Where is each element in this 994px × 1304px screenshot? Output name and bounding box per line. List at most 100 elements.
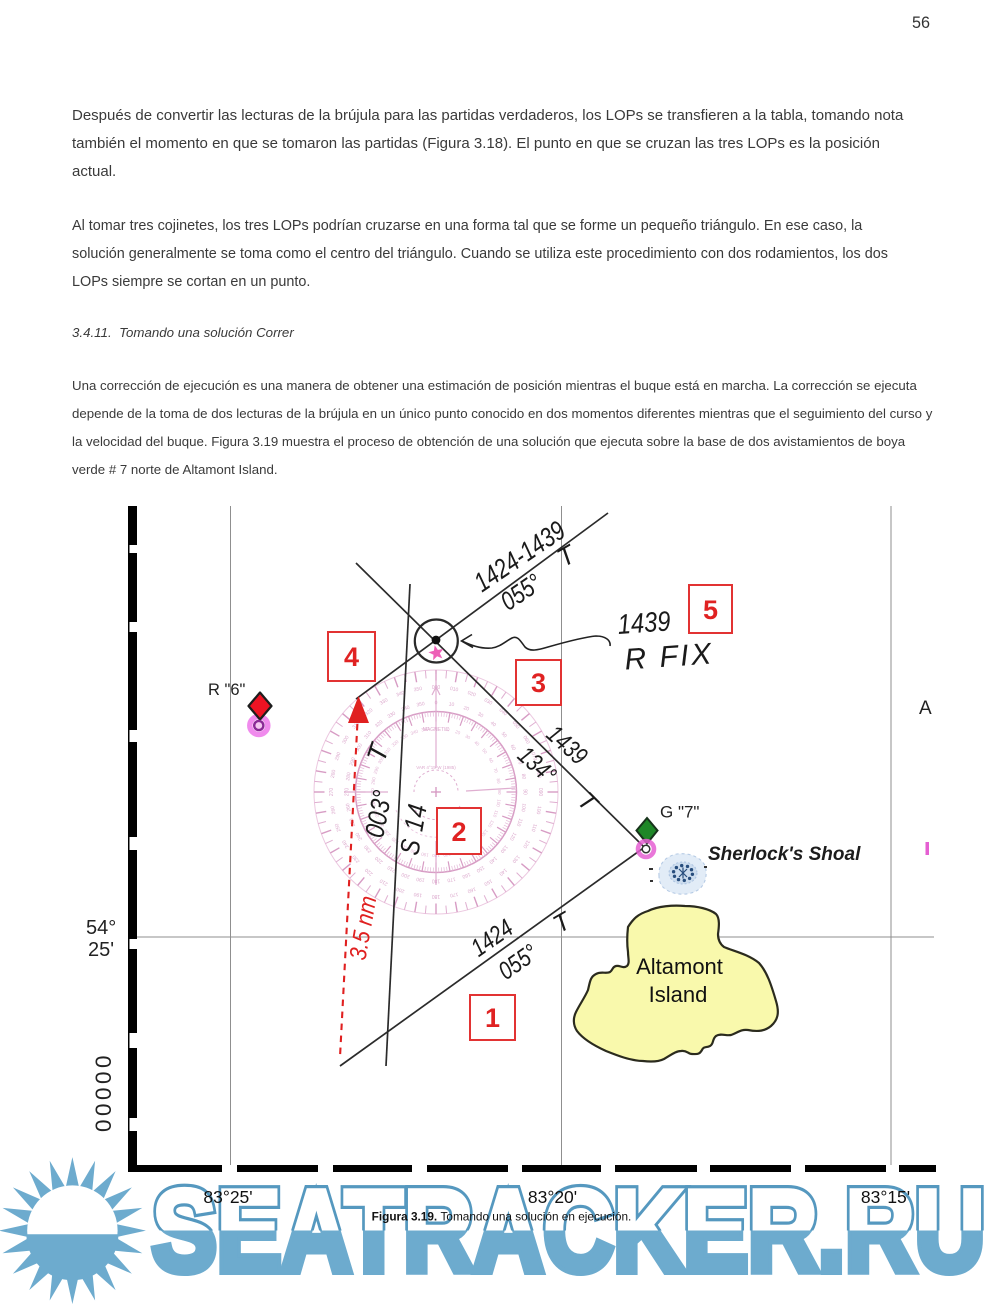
svg-text:80: 80: [496, 778, 502, 784]
svg-text:130: 130: [499, 844, 509, 854]
svg-text:260: 260: [330, 805, 337, 814]
svg-text:100: 100: [519, 803, 526, 812]
svg-text:210: 210: [386, 864, 396, 873]
svg-text:40: 40: [489, 720, 497, 728]
svg-text:80: 80: [520, 773, 527, 780]
svg-text:020: 020: [467, 690, 477, 699]
svg-text:S 14: S 14: [395, 801, 434, 858]
svg-text:280: 280: [330, 769, 337, 778]
svg-text:240: 240: [355, 831, 364, 841]
svg-text:350: 350: [416, 701, 425, 708]
svg-text:100: 100: [535, 805, 542, 814]
svg-text:10: 10: [448, 701, 455, 708]
svg-text:00000: 00000: [91, 1052, 116, 1132]
svg-text:VAR 4°15´W (1985): VAR 4°15´W (1985): [416, 765, 456, 770]
svg-text:320: 320: [391, 739, 400, 748]
svg-text:150: 150: [475, 864, 485, 873]
svg-text:50: 50: [481, 748, 488, 755]
svg-text:230: 230: [383, 828, 392, 837]
svg-text:190: 190: [413, 891, 422, 898]
svg-text:83°15': 83°15': [861, 1187, 910, 1207]
svg-text:MAGNETIC: MAGNETIC: [423, 727, 450, 733]
svg-text:040: 040: [498, 707, 508, 717]
svg-text:060: 060: [521, 735, 530, 745]
svg-text:120: 120: [508, 831, 517, 841]
svg-text:210: 210: [379, 877, 389, 886]
svg-text:60: 60: [488, 757, 495, 764]
svg-text:003°: 003°: [360, 788, 399, 840]
svg-text:340: 340: [396, 690, 406, 699]
svg-text:110: 110: [492, 809, 499, 818]
svg-text:Altamont: Altamont: [636, 954, 723, 979]
svg-text:350: 350: [421, 726, 430, 732]
svg-text:10: 10: [444, 727, 450, 733]
svg-text:300: 300: [355, 742, 364, 752]
svg-text:050: 050: [511, 720, 521, 730]
svg-text:5: 5: [703, 595, 718, 625]
svg-text:90: 90: [497, 789, 502, 795]
svg-text:83°25': 83°25': [203, 1187, 252, 1207]
svg-text:320: 320: [364, 707, 374, 717]
svg-text:20: 20: [463, 705, 470, 713]
svg-text:120: 120: [487, 819, 495, 828]
svg-text:270: 270: [329, 788, 335, 797]
svg-text:080: 080: [535, 769, 542, 778]
svg-text:190: 190: [420, 851, 429, 857]
svg-text:G "7": G "7": [660, 803, 699, 822]
svg-text:90: 90: [522, 789, 528, 795]
svg-text:T: T: [552, 538, 583, 573]
svg-text:110: 110: [515, 817, 523, 827]
svg-text:220: 220: [390, 836, 399, 845]
svg-text:160: 160: [466, 885, 476, 894]
svg-text:320: 320: [374, 719, 384, 729]
svg-text:260: 260: [370, 798, 376, 807]
svg-text:190: 190: [416, 875, 425, 882]
svg-text:070: 070: [529, 752, 538, 762]
svg-text:54°: 54°: [86, 917, 116, 939]
svg-text:200: 200: [409, 848, 418, 855]
svg-text:110: 110: [529, 823, 537, 833]
svg-text:150: 150: [483, 877, 493, 886]
svg-text:20: 20: [455, 729, 462, 736]
svg-text:Sherlock's Shoal: Sherlock's Shoal: [708, 844, 861, 865]
svg-text:240: 240: [377, 819, 385, 828]
svg-text:83°20': 83°20': [528, 1187, 577, 1207]
svg-text:1439: 1439: [616, 605, 671, 641]
svg-text:300: 300: [377, 755, 385, 764]
svg-text:230: 230: [363, 844, 373, 854]
svg-text:70: 70: [493, 767, 500, 774]
svg-text:290: 290: [373, 765, 380, 774]
svg-text:290: 290: [334, 751, 343, 761]
svg-text:25': 25': [88, 939, 114, 961]
svg-text:SEATRACKER.RU: SEATRACKER.RU: [152, 1166, 985, 1296]
svg-text:T: T: [548, 906, 577, 939]
svg-text:1: 1: [485, 1003, 500, 1033]
svg-text:200: 200: [401, 871, 411, 880]
svg-text:030: 030: [483, 697, 493, 706]
svg-text:230: 230: [351, 854, 361, 864]
svg-text:3.5 nm: 3.5 nm: [344, 894, 381, 962]
svg-text:340: 340: [410, 728, 419, 735]
svg-text:140: 140: [498, 867, 508, 877]
svg-text:350: 350: [413, 686, 422, 693]
svg-text:170: 170: [449, 891, 458, 898]
svg-text:200: 200: [395, 885, 405, 894]
svg-text:Figura 3.19. Tomando una soluc: Figura 3.19. Tomando una solución en eje…: [372, 1210, 632, 1224]
svg-text:130: 130: [511, 854, 521, 864]
svg-text:280: 280: [345, 772, 352, 781]
svg-text:240: 240: [341, 839, 350, 849]
svg-text:290: 290: [349, 757, 358, 767]
svg-text:60: 60: [509, 744, 517, 752]
svg-text:140: 140: [488, 855, 498, 865]
svg-text:A: A: [919, 698, 932, 719]
svg-text:330: 330: [400, 733, 409, 741]
svg-text:40: 40: [473, 740, 480, 747]
svg-text:4: 4: [344, 642, 359, 672]
svg-text:090: 090: [537, 788, 543, 797]
svg-text:330: 330: [387, 711, 397, 720]
svg-text:120: 120: [521, 839, 530, 849]
svg-text:260: 260: [345, 803, 352, 812]
svg-text:130: 130: [480, 828, 489, 837]
svg-text:250: 250: [372, 809, 379, 818]
svg-text:300: 300: [341, 735, 350, 745]
